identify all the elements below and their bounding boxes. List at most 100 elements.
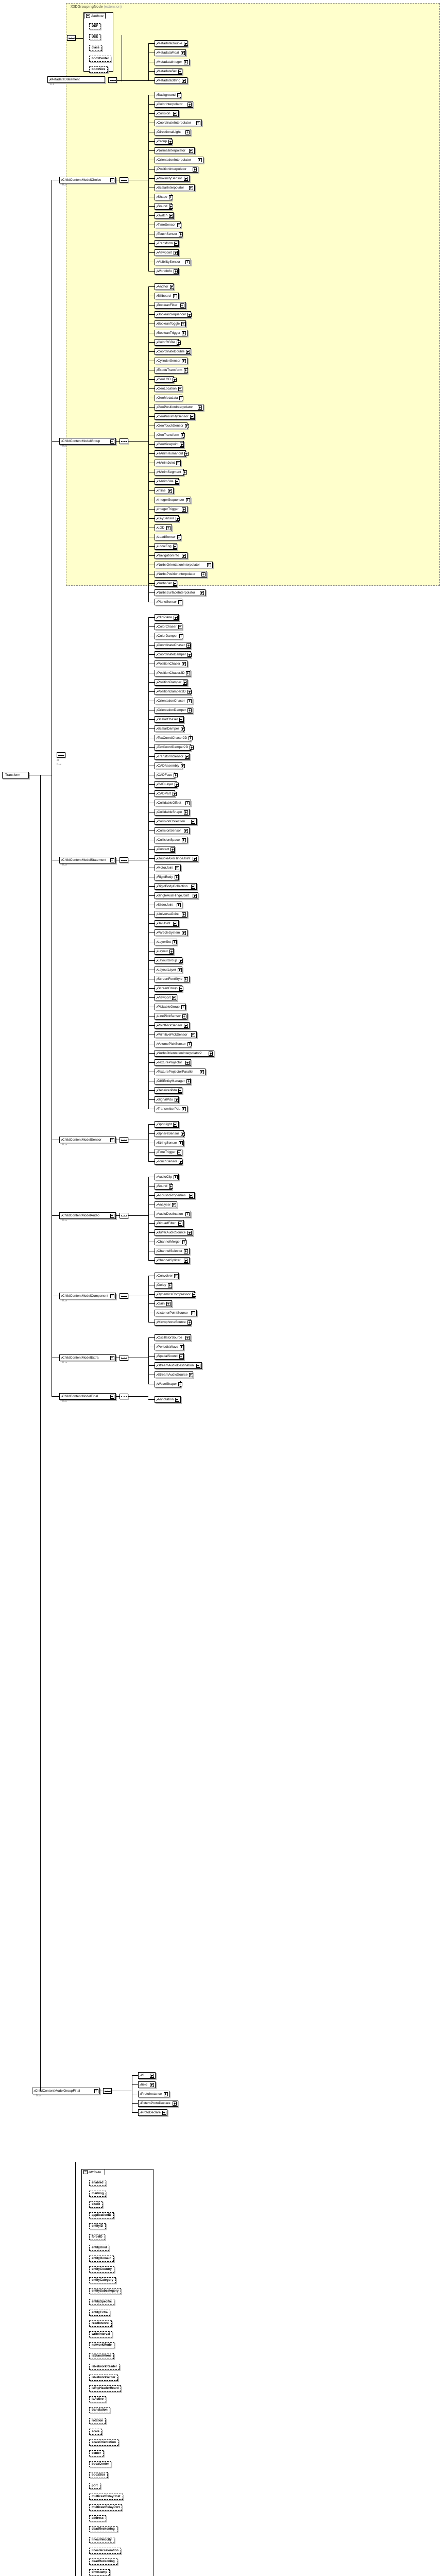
element-node[interactable]: ↗field [138,2081,156,2088]
element-node[interactable]: ↗TimeTrigger [155,1149,182,1156]
expand-icon[interactable] [185,498,190,502]
expand-icon[interactable] [186,643,191,648]
element-node[interactable]: ↗Billboard [155,293,179,299]
expand-icon[interactable] [180,764,185,768]
element-node[interactable]: ↗SphereSensor [155,1130,185,1137]
expand-icon[interactable] [182,838,186,842]
element-node[interactable]: ↗ProtoInstance [138,2091,169,2097]
expand-icon[interactable] [182,912,186,917]
expand-icon[interactable] [173,921,178,926]
element-node[interactable]: ↗PeriodicWave [155,1344,184,1350]
expand-icon[interactable] [94,2089,98,2093]
element-node[interactable]: ↗TextureProjector [155,1059,192,1066]
expand-icon[interactable] [177,1150,181,1155]
element-node[interactable]: ↗OrientationDamper [155,707,193,714]
expand-icon[interactable] [177,535,182,539]
expand-icon[interactable] [110,1355,114,1360]
expand-icon[interactable] [175,866,179,870]
expand-icon[interactable] [183,176,188,181]
expand-icon[interactable] [193,856,197,861]
element-node[interactable]: ↗TexCoordChaser2D [155,735,193,741]
element-node[interactable]: ↗ChildContentModelGroup [59,438,116,445]
expand-icon[interactable] [177,93,181,97]
expand-icon[interactable] [110,858,114,862]
element-node[interactable]: ↗MetadataSet [155,68,182,75]
expand-icon[interactable] [187,708,192,713]
element-node[interactable]: ↗Background [155,92,181,98]
expand-icon[interactable] [174,1274,179,1278]
element-node[interactable]: ↗TexCoordDamper2D [155,744,194,751]
element-node[interactable]: ↗SpatialSound [155,1353,184,1360]
expand-icon[interactable] [110,439,114,444]
expand-icon[interactable] [182,331,186,335]
element-node[interactable]: ↗ListenerPointSource [155,1310,197,1316]
expand-icon[interactable] [182,553,186,558]
element-node[interactable]: ↗GeoLOD [155,376,177,383]
expand-icon[interactable] [180,726,185,731]
element-node[interactable]: ↗ReceiverPdu [155,1087,183,1094]
attribute-item[interactable]: bboxCenter [89,2461,112,2467]
attribute-item[interactable]: isNetworkWriter [89,2375,118,2381]
element-node[interactable]: ↗PointPickSensor [155,1022,190,1029]
attribute-item[interactable]: scaleOrientation [89,2439,119,2446]
element-node[interactable]: ↗BooleanTrigger [155,330,188,336]
element-node[interactable]: ↗HAnimSegment [155,469,187,476]
element-node[interactable]: ↗CollisionCollection [155,818,197,825]
element-node[interactable]: ↗ChildContentModelAudio [59,1212,116,1219]
element-node[interactable]: ↗SliderJoint [155,902,182,908]
element-node[interactable]: ↗StreamAudioDestination [155,1362,202,1369]
expand-icon[interactable] [173,544,177,549]
attribute-item[interactable]: deadReckoning [89,2526,117,2532]
element-node[interactable]: ↗Sound [155,1183,173,1190]
expand-icon[interactable] [183,810,188,815]
expand-icon[interactable] [175,516,180,521]
element-node[interactable]: ↗ChildContentModelComponent [59,1293,116,1299]
element-node[interactable]: ↗LocalFog [155,543,177,550]
expand-icon[interactable] [185,1212,190,1216]
element-node[interactable]: ↗NurbsOrientationInterpolator2 [155,1050,215,1057]
expand-icon[interactable] [199,1070,204,1074]
attribute-item[interactable]: center [89,2450,104,2456]
element-node[interactable]: ↗NurbsOrientationInterpolator [155,562,213,568]
expand-icon[interactable] [175,479,179,484]
element-node[interactable]: ↗CylinderSensor [155,358,188,364]
attribute-item[interactable]: writeInterval [89,2331,113,2337]
expand-icon[interactable] [169,949,174,954]
expand-icon[interactable] [183,680,187,685]
element-node[interactable]: ↗ScalarChaser [155,716,184,723]
expand-icon[interactable] [198,405,202,410]
element-node[interactable]: ↗Gain [155,1300,172,1307]
expand-icon[interactable] [189,185,194,190]
element-node[interactable]: ↗Collision [155,110,179,117]
element-node[interactable]: ↗GeoTransform [155,432,185,438]
expand-icon[interactable] [174,782,179,787]
expand-icon[interactable] [168,1184,173,1189]
expand-icon[interactable] [186,349,191,354]
expand-icon[interactable] [199,590,204,595]
attribute-item[interactable]: scale [89,2429,103,2435]
element-node[interactable]: ↗CADFace [155,772,178,778]
expand-icon[interactable] [184,1249,189,1253]
expand-icon[interactable] [168,204,173,209]
expand-icon[interactable] [177,968,182,972]
element-node[interactable]: ↗RigidBodyCollection [155,883,197,890]
element-node[interactable]: ↗BallJoint [155,920,179,927]
element-node[interactable]: ↗ChildContentModelExtra [59,1354,116,1361]
attribute-item[interactable]: bboxSize [89,2472,108,2478]
expand-icon[interactable] [167,488,172,493]
element-node[interactable]: ↗HAnimJoint [155,460,181,466]
expand-icon[interactable] [190,745,194,750]
expand-icon[interactable] [175,1397,180,1402]
expand-icon[interactable] [189,148,194,153]
element-node[interactable]: ↗GeoTouchSensor [155,422,190,429]
expand-icon[interactable] [183,368,188,372]
attribute-item[interactable]: entityDomain [89,2256,114,2262]
element-node[interactable]: ↗Group [155,138,173,145]
element-node[interactable]: ↗ColorChaser [155,623,182,630]
attribute-item[interactable]: entityExtra [89,2310,111,2316]
attribute-item[interactable]: deadReckoning [89,2558,117,2565]
expand-icon[interactable] [193,167,197,172]
element-node[interactable]: ↗ProtoDeclare [138,2109,168,2116]
attribute-item[interactable]: networkMode [89,2342,114,2348]
element-node[interactable]: ↗ScalarDamper [155,725,185,732]
